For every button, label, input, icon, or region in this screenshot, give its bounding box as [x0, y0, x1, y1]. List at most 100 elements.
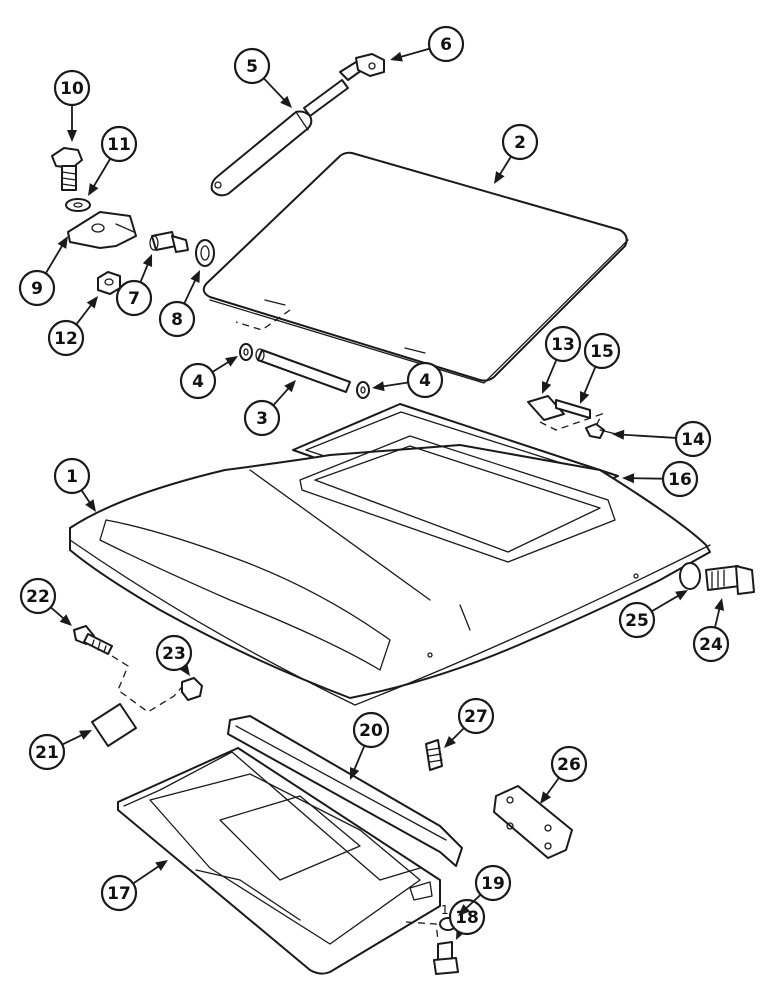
arrowhead	[458, 904, 471, 916]
callout-circle	[544, 325, 582, 363]
arrowhead	[88, 183, 99, 196]
leader-line	[263, 77, 288, 103]
callout-label: 24	[699, 635, 723, 655]
hinge-rod-3	[255, 348, 351, 393]
strut-end-fitting	[355, 53, 385, 77]
rail-20	[227, 715, 463, 867]
arrowhead	[714, 598, 725, 611]
arrowhead	[280, 95, 292, 108]
washer-4-right	[356, 381, 370, 399]
arrowhead	[284, 380, 296, 393]
callout-circle	[100, 874, 138, 912]
callout-label: 23	[162, 644, 186, 664]
arrowhead	[79, 730, 92, 740]
screw-14	[585, 423, 617, 439]
arrowhead	[622, 473, 635, 484]
leader-line	[582, 366, 597, 397]
leader-line	[75, 301, 94, 326]
callout-circle	[155, 634, 193, 672]
callout-label: 15	[590, 342, 614, 362]
arrowhead	[542, 381, 552, 394]
pivot-pin-7	[149, 231, 189, 253]
bolt-18	[433, 941, 459, 975]
callout-circle	[692, 625, 730, 663]
callout-circle	[406, 361, 444, 399]
clip-27	[425, 739, 443, 771]
callout-circle	[179, 362, 217, 400]
callout-label: 16	[668, 470, 692, 490]
arrowhead	[85, 499, 96, 512]
callout-circle	[550, 745, 588, 783]
callout-circle	[352, 711, 390, 749]
arrowhead	[57, 236, 68, 249]
leader-line	[132, 863, 162, 885]
callout-label: 17	[107, 884, 131, 904]
callout-label: 9	[31, 279, 43, 299]
callout-label: 5	[246, 57, 258, 77]
leader-line	[629, 477, 664, 480]
arrowhead	[350, 767, 360, 780]
callout-circle	[19, 577, 57, 615]
washer-4-left	[239, 343, 253, 361]
arrowhead	[225, 356, 238, 367]
callout-label: 12	[54, 329, 78, 349]
callout-label: 8	[171, 310, 183, 330]
callout-label: 22	[26, 587, 50, 607]
callout-circle	[474, 864, 512, 902]
callout-circle	[158, 300, 196, 338]
callout-label: 4	[192, 372, 204, 392]
callout-label: 20	[359, 721, 383, 741]
arrowhead	[67, 130, 77, 142]
roof-1	[69, 435, 711, 706]
callout-circle	[457, 697, 495, 735]
leader-line	[497, 155, 512, 178]
plate-21	[91, 703, 137, 747]
leader-line	[619, 433, 677, 439]
callout-circle	[618, 601, 656, 639]
leader-line	[61, 732, 86, 746]
bracket-9	[67, 211, 137, 249]
headliner-17	[117, 747, 441, 975]
quantity-annotation: 1	[441, 903, 449, 917]
washer-25	[679, 562, 701, 590]
washer-11	[65, 198, 91, 212]
assembly-line-22	[111, 655, 189, 713]
callout-label: 27	[464, 707, 488, 727]
callout-circle	[501, 123, 539, 161]
nut-12	[97, 271, 121, 295]
arrowhead	[612, 429, 625, 440]
callout-label: 21	[35, 743, 59, 763]
nut-23	[181, 677, 203, 701]
arrowhead	[675, 590, 688, 601]
callout-label: 4	[419, 371, 431, 391]
callout-label: 7	[128, 289, 140, 309]
callout-circle	[47, 319, 85, 357]
leader-line	[183, 276, 198, 304]
clip-8	[195, 239, 215, 267]
assembly-line-hinge	[235, 309, 291, 331]
arrowhead	[142, 254, 153, 267]
callout-circle	[28, 733, 66, 771]
callout-label: 11	[107, 135, 131, 155]
callout-circle	[674, 420, 712, 458]
leader-line	[397, 47, 430, 59]
callout-circle	[100, 125, 138, 163]
callout-circle	[427, 25, 465, 63]
callout-circle	[53, 69, 91, 107]
callout-label: 19	[481, 874, 505, 894]
callout-circle	[115, 279, 153, 317]
callout-circle	[448, 898, 486, 936]
assembly-line-latch	[539, 412, 604, 431]
leader-line	[651, 593, 682, 613]
callout-circle	[53, 457, 91, 495]
latch-13	[527, 395, 565, 421]
arrowhead	[390, 51, 403, 62]
leader-line	[544, 359, 558, 387]
callout-label: 14	[681, 430, 705, 450]
callout-label: 26	[557, 755, 581, 775]
leader-line	[352, 745, 366, 773]
callout-label: 25	[625, 611, 649, 631]
leader-line	[543, 777, 560, 799]
